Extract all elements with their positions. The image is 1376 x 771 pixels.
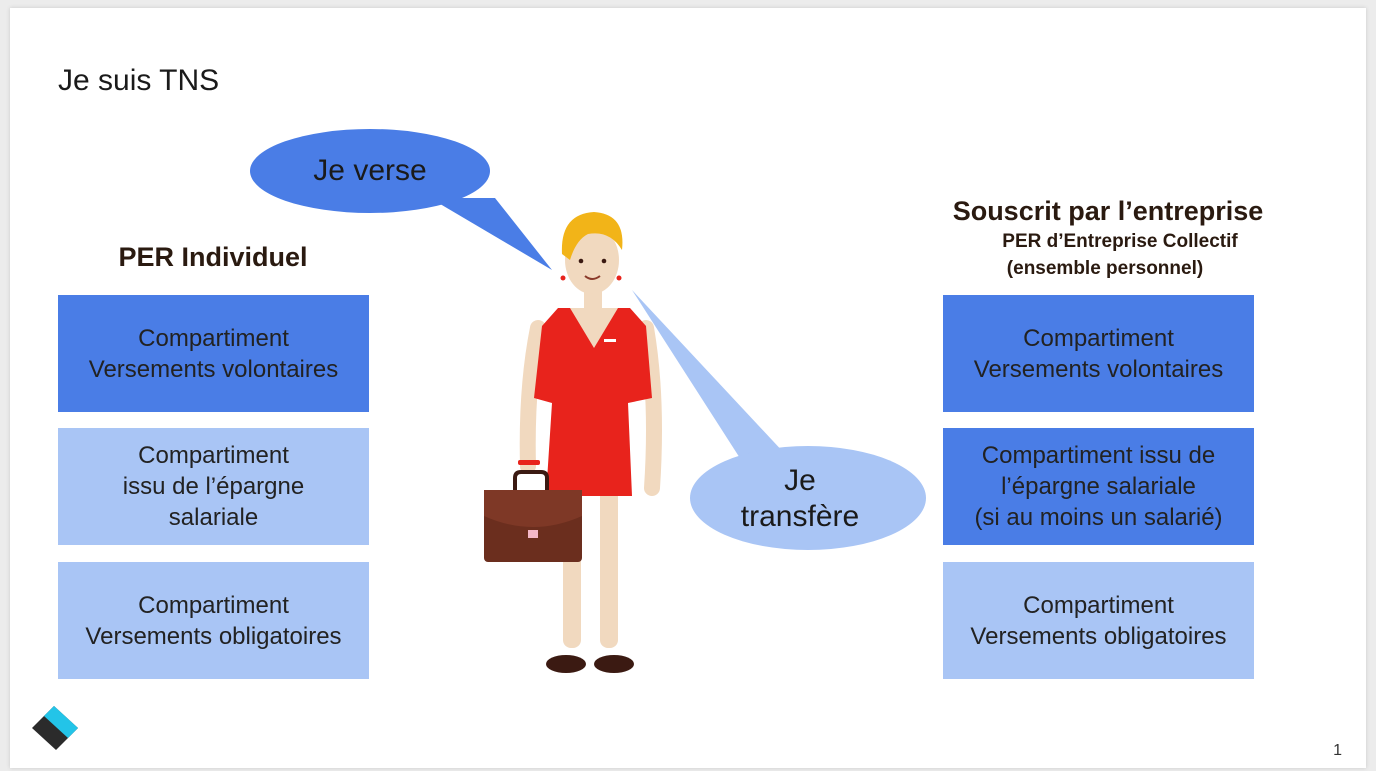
- box-line: Versements obligatoires: [85, 622, 342, 650]
- logo-icon: [32, 706, 78, 750]
- box-line: Compartiment: [1023, 324, 1174, 352]
- box-line: Compartiment issu de: [981, 442, 1216, 469]
- left-box-employee-savings: Compartiment issu de l’épargne salariale: [58, 428, 369, 545]
- speech-bubbles-and-figure: [32, 129, 926, 750]
- bubble-bottom-line2: transfère: [740, 500, 860, 533]
- box-line: issu de l’épargne: [122, 473, 305, 500]
- speech-bubble-top: [250, 129, 552, 270]
- box-line: Compartiment: [138, 324, 289, 352]
- right-box-mandatory: Compartiment Versements obligatoires: [943, 562, 1254, 679]
- left-box-voluntary: Compartiment Versements volontaires: [58, 295, 369, 412]
- right-subheading-2: (ensemble personnel): [1006, 258, 1204, 279]
- bubble-top-text: Je verse: [313, 154, 427, 187]
- right-box-employee-savings: Compartiment issu de l’épargne salariale…: [943, 428, 1254, 545]
- bubble-bottom-line1: Je: [784, 464, 816, 497]
- right-box-voluntary: Compartiment Versements volontaires: [943, 295, 1254, 412]
- box-line: l’épargne salariale: [1001, 473, 1196, 500]
- slide-title: Je suis TNS: [58, 64, 220, 97]
- right-heading: Souscrit par l’entreprise: [952, 196, 1264, 226]
- box-line: Versements volontaires: [973, 355, 1224, 383]
- left-heading: PER Individuel: [118, 242, 308, 272]
- box-line: Compartiment: [1023, 591, 1174, 619]
- box-line: (si au moins un salarié): [974, 504, 1223, 531]
- bubble-bottom-text: Je transfère: [700, 463, 900, 535]
- slide: Je suis TNS: [10, 8, 1366, 768]
- box-line: Versements volontaires: [88, 355, 339, 383]
- box-line: Compartiment: [138, 591, 289, 619]
- page-number: 1: [1333, 742, 1342, 759]
- box-line: Versements obligatoires: [970, 622, 1227, 650]
- box-line: salariale: [168, 504, 259, 531]
- box-line: Compartiment: [138, 442, 289, 469]
- briefcase-icon: [484, 470, 582, 562]
- speech-bubble-bottom: [632, 290, 926, 550]
- woman-figure-icon: [518, 212, 662, 673]
- left-box-mandatory: Compartiment Versements obligatoires: [58, 562, 369, 679]
- right-subheading-1: PER d’Entreprise Collectif: [1002, 231, 1238, 252]
